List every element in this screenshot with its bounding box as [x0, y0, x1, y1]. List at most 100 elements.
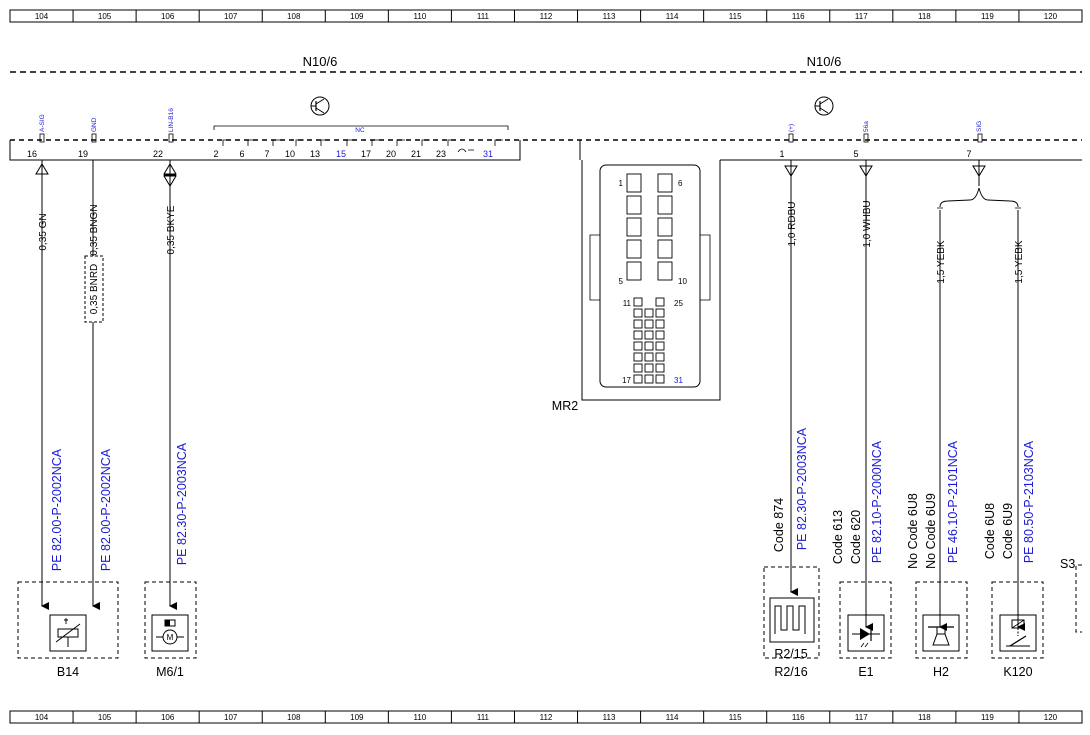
connector-cavity [657, 173, 673, 193]
ruler-cell-label: 115 [729, 12, 742, 21]
connector-cavity [644, 308, 654, 318]
wire-pin22: 0,35 BKYE [163, 160, 177, 610]
ref-e1[interactable]: PE 82.10-P-2000NCA [870, 440, 884, 563]
code-k120-a: Code 6U8 [983, 503, 997, 559]
connector-cavity [657, 239, 673, 259]
code-k120-b: Code 6U9 [1001, 503, 1015, 559]
component-m6-1[interactable]: M M6/1 [144, 581, 197, 679]
wire-pin7: 1,5 YEBK 1,5 YEBK [936, 160, 1025, 631]
component-k120[interactable]: K120 [991, 581, 1044, 679]
ruler-cell-label: 106 [161, 713, 175, 722]
svg-text:5: 5 [853, 149, 858, 159]
svg-text:1,5 YEBK: 1,5 YEBK [936, 240, 947, 284]
svg-text:LIN-B16: LIN-B16 [168, 108, 175, 132]
ruler-cell-label: 107 [224, 12, 238, 21]
ruler-cell-label: 114 [666, 12, 679, 21]
pin-19: 19 GND [78, 117, 98, 159]
ruler-cell-label: 105 [98, 12, 112, 21]
ruler-cell-label: 118 [918, 12, 931, 21]
ruler-cell-label: 116 [792, 12, 805, 21]
connector-cavity [626, 261, 642, 281]
motor-icon: M [156, 619, 184, 645]
svg-text:1: 1 [619, 179, 624, 188]
svg-text:H2: H2 [933, 665, 949, 679]
connector-cavity [655, 330, 665, 340]
connector-cavity [655, 341, 665, 351]
svg-text:6: 6 [678, 179, 683, 188]
svg-text:10: 10 [678, 277, 687, 286]
ref-r215[interactable]: PE 82.30-P-2003NCA [795, 427, 809, 550]
svg-text:R2/15: R2/15 [774, 647, 807, 661]
ref-b14-a[interactable]: PE 82.00-P-2002NCA [50, 448, 64, 571]
ruler-cell-label: 119 [981, 12, 994, 21]
relay-icon [1006, 619, 1030, 647]
component-b14[interactable]: B14 [17, 581, 119, 679]
connector-cavity [626, 195, 642, 215]
ref-m61[interactable]: PE 82.30-P-2003NCA [175, 442, 189, 565]
ruler-cell-label: 109 [350, 12, 364, 21]
svg-text:B14: B14 [57, 665, 79, 679]
pin-5: 5 56a [853, 121, 870, 159]
ruler-cell-label: 108 [287, 12, 301, 21]
ruler-cell-label: 118 [918, 713, 931, 722]
component-r2-15[interactable]: R2/15 R2/16 [763, 566, 820, 679]
wire-pin5: 1,0 WHBU [859, 160, 873, 631]
connector-label: MR2 [552, 399, 578, 413]
svg-text:0,35 BNRD: 0,35 BNRD [89, 264, 100, 315]
svg-text:GND: GND [91, 117, 98, 132]
connector-cavity [633, 341, 643, 351]
connector-cavity [633, 363, 643, 373]
connector-cavity [626, 217, 642, 237]
nc-pin-group: NC 2 6 7 10 13 15 17 20 21 23 31 [213, 125, 509, 159]
connector-mr2: 1 6 5 10 11 25 17 31 MR2 [552, 160, 721, 413]
component-e1[interactable]: E1 [839, 581, 892, 679]
connector-cavity [657, 261, 673, 281]
svg-text:K120: K120 [1003, 665, 1032, 679]
svg-text:31: 31 [674, 376, 683, 385]
pin-22: 22 LIN-B16 [153, 108, 175, 159]
wire-pin1: 1,0 RDBU [784, 160, 798, 596]
module-label-left: N10/6 [303, 54, 338, 69]
svg-text:15: 15 [336, 149, 346, 159]
connector-cavity [633, 352, 643, 362]
ruler-cell-label: 120 [1044, 12, 1058, 21]
ruler-cell-label: 109 [350, 713, 364, 722]
code-e1-a: Code 613 [831, 510, 845, 564]
connector-cavity [633, 308, 643, 318]
svg-text:25: 25 [674, 299, 683, 308]
ruler-cell-label: 105 [98, 713, 112, 722]
svg-text:M: M [167, 633, 174, 642]
connector-cavity [633, 297, 643, 307]
component-s3-partial[interactable]: S3 [1060, 557, 1082, 633]
ruler-cell-label: 106 [161, 12, 175, 21]
svg-text:20: 20 [386, 149, 396, 159]
ruler-cell-label: 111 [477, 713, 490, 722]
svg-text:SIG: SIG [976, 121, 983, 132]
wire-pin16: 0,35 GN [35, 160, 49, 610]
svg-text:0,35 BNGN: 0,35 BNGN [89, 204, 100, 255]
connector-cavity [626, 173, 642, 193]
svg-text:22: 22 [153, 149, 163, 159]
pin-16: 16 A-SIG [27, 114, 46, 159]
svg-text:M6/1: M6/1 [156, 665, 184, 679]
connector-cavity [644, 374, 654, 384]
svg-text:13: 13 [310, 149, 320, 159]
svg-text:17: 17 [622, 376, 631, 385]
temperature-sensor-icon [55, 618, 81, 647]
ref-b14-b[interactable]: PE 82.00-P-2002NCA [99, 448, 113, 571]
connector-cavity [633, 330, 643, 340]
svg-text:R2/16: R2/16 [774, 665, 807, 679]
ruler-cell-label: 114 [666, 713, 679, 722]
svg-text:NC: NC [355, 127, 365, 134]
ref-k120[interactable]: PE 80.50-P-2103NCA [1022, 440, 1036, 563]
ref-h2[interactable]: PE 46.10-P-2101NCA [946, 440, 960, 563]
connector-cavity [644, 319, 654, 329]
component-h2[interactable]: H2 [915, 581, 968, 679]
code-h2-b: No Code 6U9 [924, 493, 938, 569]
svg-text:19: 19 [78, 149, 88, 159]
svg-text:10: 10 [285, 149, 295, 159]
svg-text:56a: 56a [863, 121, 870, 132]
